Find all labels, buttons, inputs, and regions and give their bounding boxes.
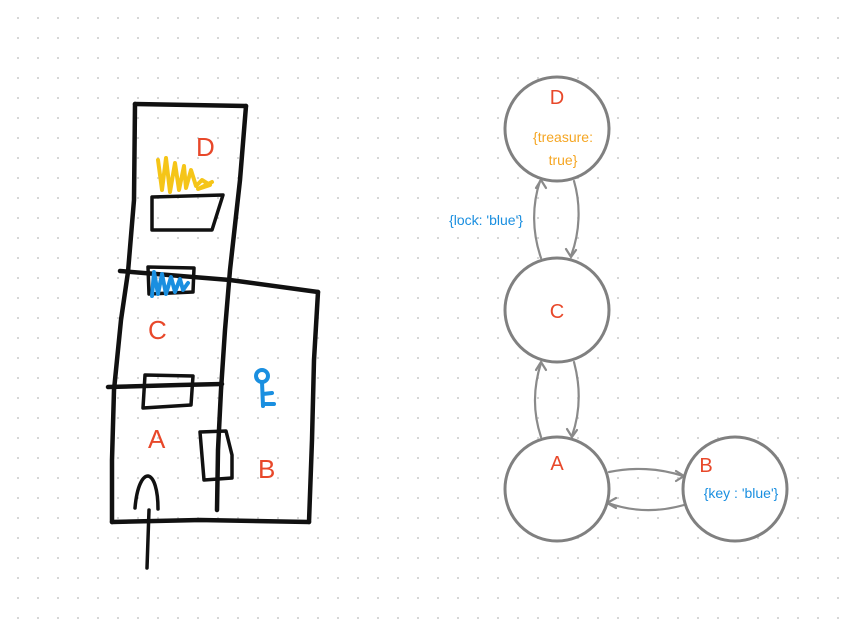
edge-a-b (604, 467, 687, 512)
graph-node-d (503, 75, 611, 183)
room-label-c: C (148, 315, 167, 345)
node-d-prop-line1: {treasure: (533, 129, 593, 145)
edge-d-c (533, 177, 580, 260)
graph-node-c (503, 256, 611, 364)
door-c-a (141, 373, 195, 410)
treasure-scribble-icon (156, 156, 214, 194)
node-label-b: B (699, 455, 712, 477)
bottom-wall (109, 517, 312, 525)
lock-scribble-icon (146, 265, 196, 298)
node-label-a: A (550, 453, 564, 475)
tower-top-wall (132, 101, 249, 109)
wall-c-a (105, 381, 225, 390)
door-a-b (198, 429, 234, 482)
entrance-arch (133, 474, 160, 511)
key-icon (254, 368, 276, 408)
node-d-prop-line2: true} (549, 152, 578, 168)
graph-node-b (681, 435, 789, 543)
node-label-d: D (550, 87, 564, 109)
room-label-d: D (196, 132, 215, 162)
node-b-prop: {key : 'blue'} (704, 485, 779, 501)
tower-outline (109, 101, 138, 525)
room-label-a: A (148, 424, 166, 454)
entrance-path (145, 508, 151, 570)
graph-node-a (503, 435, 611, 543)
wall-d-c (117, 268, 321, 295)
room-b-right-wall (306, 289, 321, 525)
room-label-b: B (258, 454, 275, 484)
tower-right-wall (214, 103, 249, 513)
door-d (150, 193, 225, 232)
edge-c-a (533, 359, 580, 439)
node-label-c: C (550, 301, 564, 323)
edge-label-lock: {lock: 'blue'} (449, 212, 523, 228)
